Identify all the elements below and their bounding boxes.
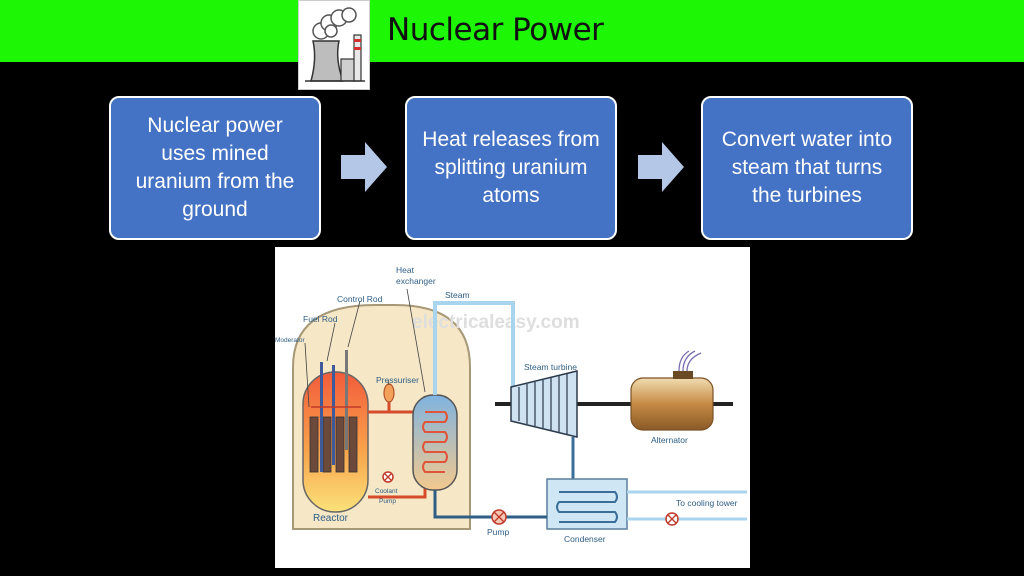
label-alternator: Alternator (651, 435, 688, 445)
step-1-text: Nuclear power uses mined uranium from th… (135, 114, 295, 221)
label-heat-exchanger-2: exchanger (396, 276, 436, 286)
power-plant-logo (298, 0, 370, 90)
right-arrow-icon (638, 142, 684, 192)
step-2-text: Heat releases from splitting uranium ato… (422, 128, 600, 207)
right-arrow-icon (341, 142, 387, 192)
step-3-text: Convert water into steam that turns the … (721, 128, 893, 207)
label-condenser: Condenser (564, 534, 606, 544)
label-to-cooling-tower: To cooling tower (676, 498, 738, 508)
page-title: Nuclear Power (387, 12, 604, 48)
step-2-box: Heat releases from splitting uranium ato… (405, 96, 617, 240)
label-coolant-2: Pump (379, 498, 396, 505)
feedwater-pipe (433, 490, 547, 519)
label-heat-exchanger-1: Heat (396, 265, 415, 275)
power-plant-cooling-tower-icon (305, 7, 365, 82)
label-pump: Pump (487, 527, 509, 537)
label-reactor: Reactor (313, 513, 349, 524)
label-steam-turbine: Steam turbine (524, 362, 577, 372)
label-moderator: Moderator (275, 337, 305, 344)
watermark-text: electricaleasy.com (412, 312, 580, 333)
pressuriser (383, 383, 395, 403)
label-fuel-rod: Fuel Rod (303, 314, 338, 324)
step-1-box: Nuclear power uses mined uranium from th… (109, 96, 321, 240)
title-bar (0, 0, 1024, 62)
nuclear-plant-diagram: electricaleasy.com (275, 247, 750, 568)
label-steam: Steam (445, 290, 470, 300)
alternator (630, 377, 714, 431)
condenser (546, 478, 628, 530)
step-3-box: Convert water into steam that turns the … (701, 96, 913, 240)
label-coolant-1: Coolant (375, 488, 398, 495)
label-pressuriser: Pressuriser (376, 375, 419, 385)
label-control-rod: Control Rod (337, 294, 383, 304)
steam-pipe (433, 301, 515, 395)
